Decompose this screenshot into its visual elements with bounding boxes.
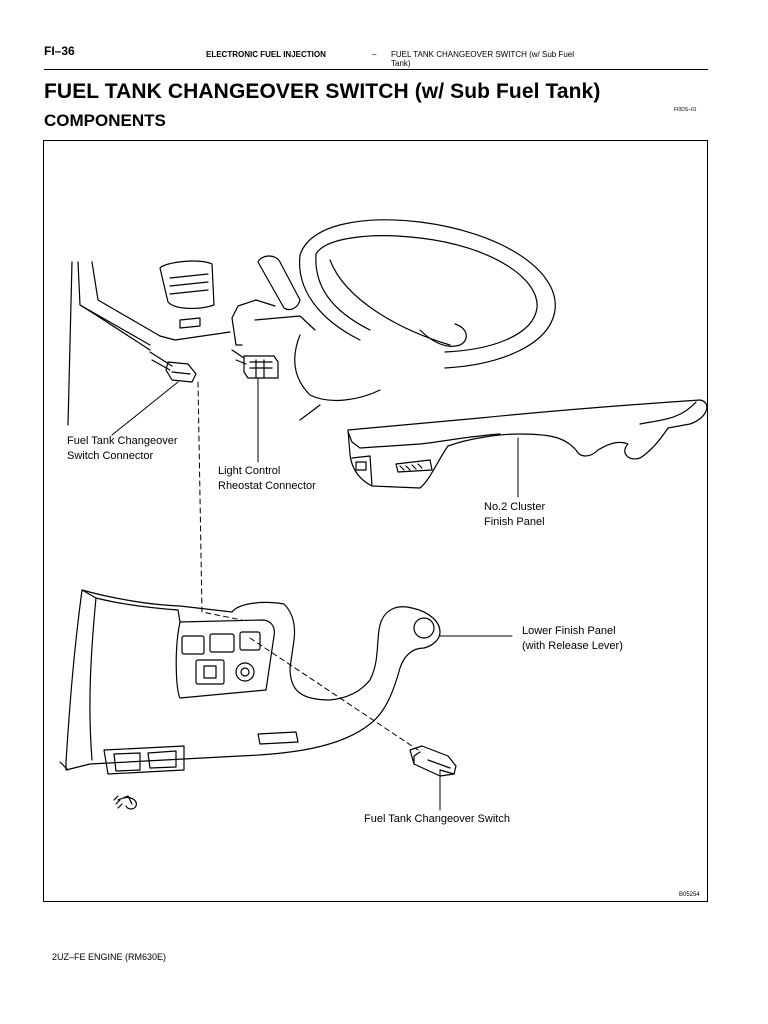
switch-connector-label-line1: Fuel Tank Changeover — [67, 435, 178, 447]
lower-panel-label-line2: (with Release Lever) — [522, 640, 623, 652]
switch-connector-label-line2: Switch Connector — [67, 450, 154, 462]
rheostat-connector-drawing — [231, 349, 279, 379]
figure-reference: FI0DS–01 — [674, 107, 697, 113]
header-rule — [44, 69, 708, 70]
cluster-panel-label-line2: Finish Panel — [484, 516, 545, 528]
switch-connector-label: Fuel Tank Changeover Switch Connector — [67, 434, 177, 464]
lower-panel-label: Lower Finish Panel (with Release Lever) — [522, 624, 623, 654]
footer-engine-code: 2UZ–FE ENGINE (RM630E) — [52, 952, 167, 962]
steering-wheel-drawing — [294, 219, 556, 421]
changeover-switch-drawing — [409, 745, 457, 777]
lower-panel-label-line1: Lower Finish Panel — [522, 625, 616, 637]
illustration-id: B05254 — [679, 892, 700, 898]
dashboard-drawing — [67, 255, 316, 426]
page-subtitle: COMPONENTS — [44, 111, 166, 130]
cluster-panel-label-line1: No.2 Cluster — [484, 501, 546, 513]
switch-connector-drawing — [149, 351, 197, 383]
leader-lines — [111, 377, 519, 811]
changeover-switch-label: Fuel Tank Changeover Switch — [364, 813, 510, 825]
lower-finish-panel-drawing — [59, 589, 441, 775]
page-number: FI–36 — [44, 44, 75, 58]
screw-drawing — [113, 795, 137, 810]
rheostat-connector-label-line2: Rheostat Connector — [218, 480, 316, 492]
install-guide-lines — [197, 381, 419, 751]
header-topic-line1: FUEL TANK CHANGEOVER SWITCH (w/ Sub Fuel — [391, 50, 574, 59]
section-title: ELECTRONIC FUEL INJECTION — [206, 50, 326, 59]
rheostat-connector-label-line1: Light Control — [218, 465, 281, 477]
components-figure-frame — [43, 140, 708, 902]
header-topic-line2: Tank) — [391, 59, 411, 68]
header-topic: FUEL TANK CHANGEOVER SWITCH (w/ Sub Fuel… — [391, 50, 661, 68]
rheostat-connector-label: Light Control Rheostat Connector — [218, 464, 316, 494]
cluster-panel-label: No.2 Cluster Finish Panel — [484, 500, 545, 530]
page-title: FUEL TANK CHANGEOVER SWITCH (w/ Sub Fuel… — [44, 80, 601, 103]
header-separator: – — [372, 50, 377, 59]
cluster-finish-panel-drawing — [347, 399, 708, 489]
